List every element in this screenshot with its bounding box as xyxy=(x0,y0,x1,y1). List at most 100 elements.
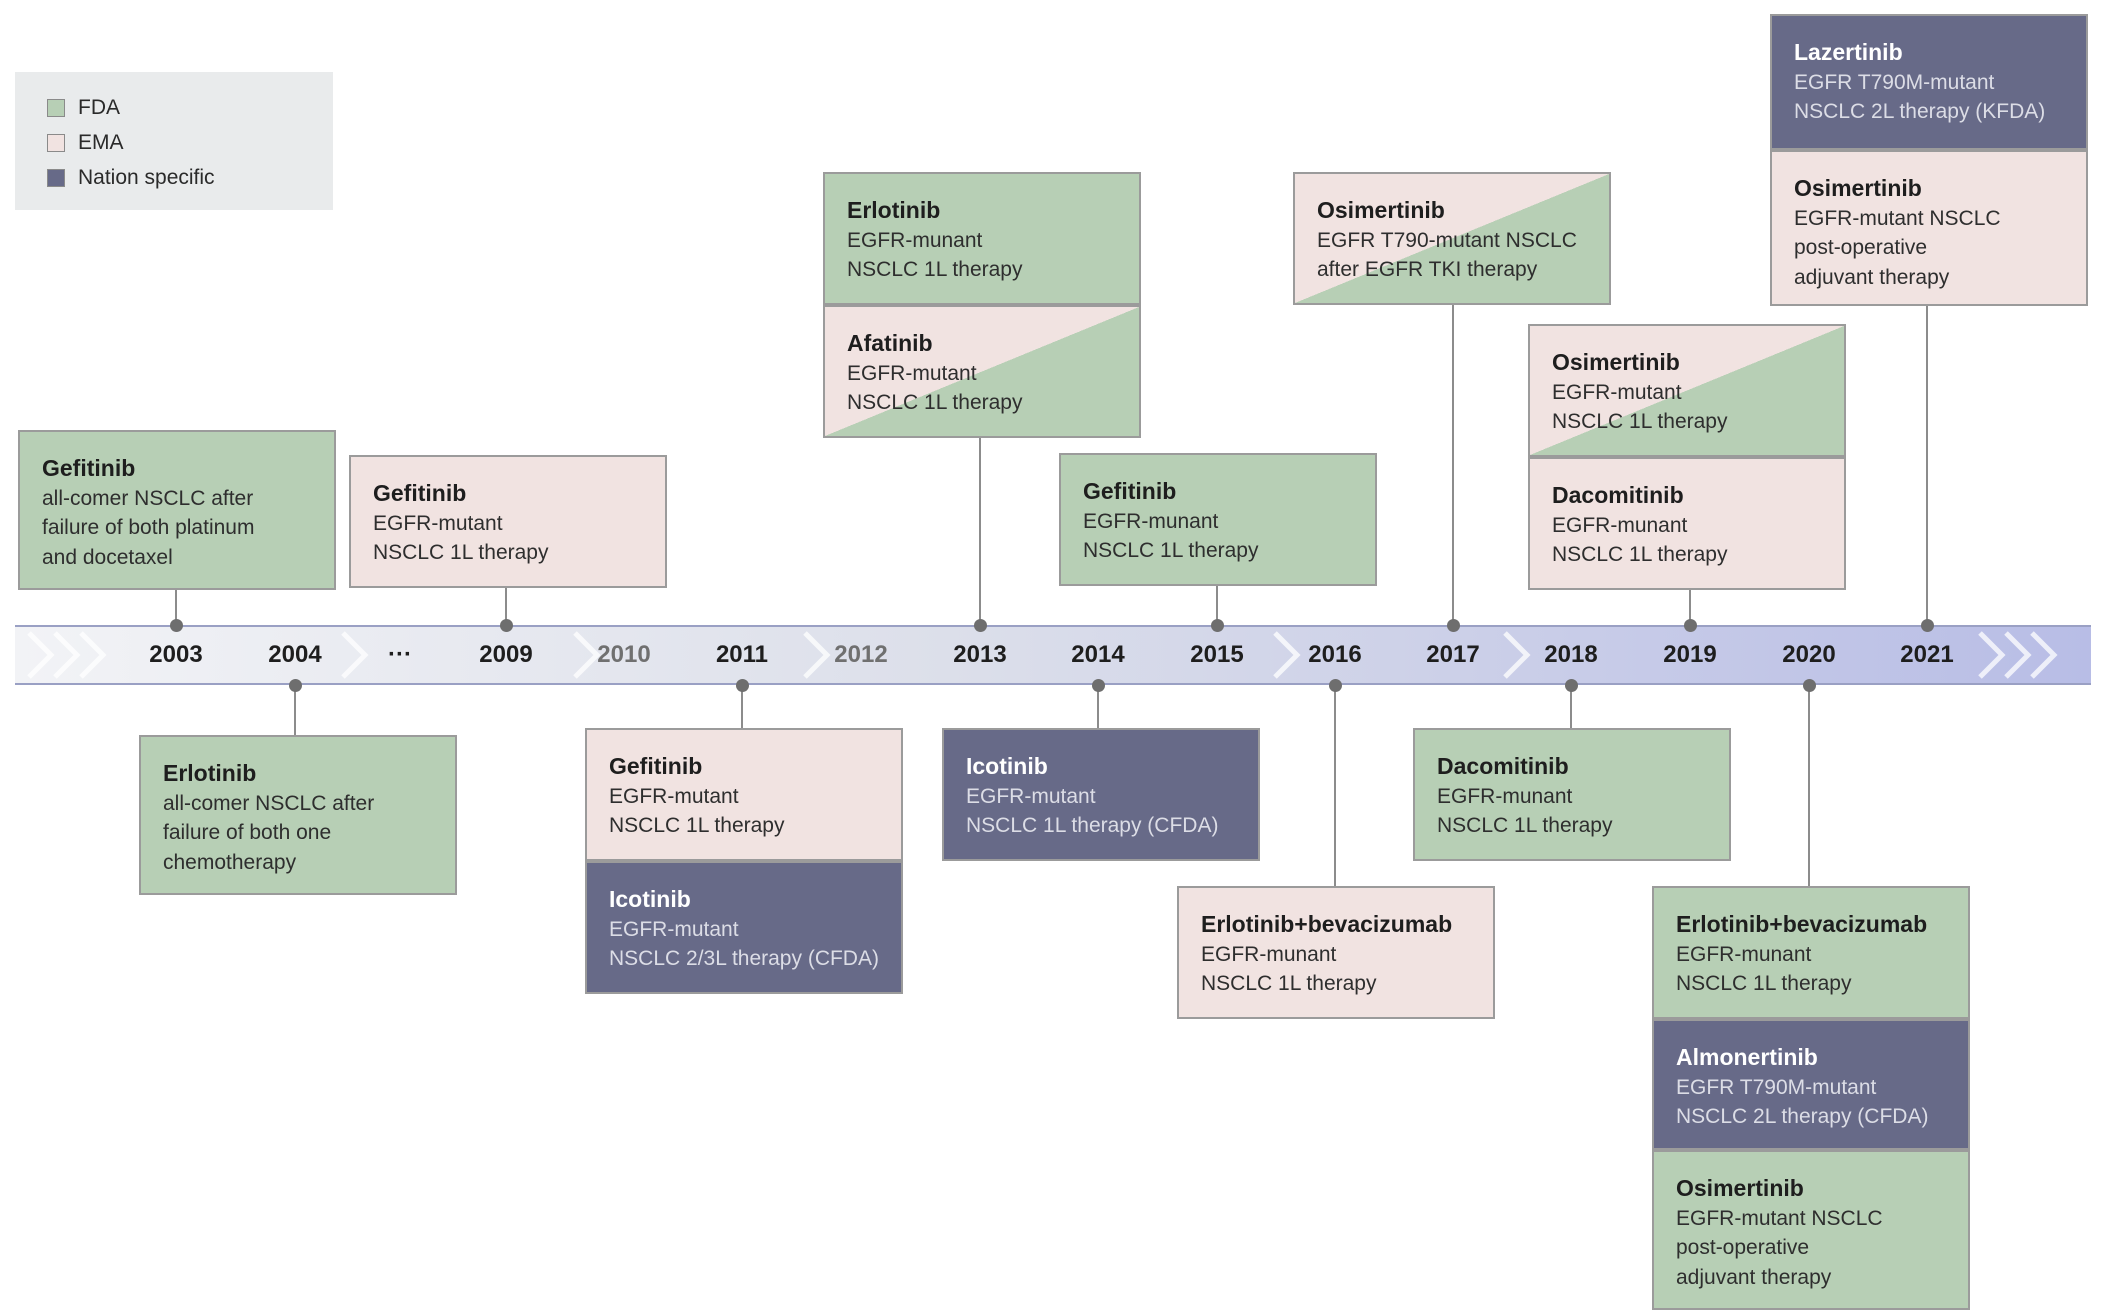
indication-text: NSCLC 1L therapy xyxy=(373,541,549,564)
indication-text: NSCLC 1L therapy xyxy=(1437,814,1613,837)
indication-text: NSCLC 1L therapy xyxy=(1083,539,1259,562)
year-label-2011: 2011 xyxy=(715,641,769,668)
legend-label: EMA xyxy=(78,130,124,154)
year-label-2015: 2015 xyxy=(1190,641,1244,668)
indication-text: EGFR-munant xyxy=(1552,513,1688,537)
connector-line-2013-above xyxy=(979,438,981,625)
connector-dot-2017-above xyxy=(1447,619,1460,632)
year-label-2021: 2021 xyxy=(1900,641,1954,668)
timeline-chevrons xyxy=(27,631,2058,679)
connector-dot-2015-above xyxy=(1211,619,1224,632)
year-label-2004: 2004 xyxy=(268,641,322,668)
year-label-2018: 2018 xyxy=(1544,641,1598,668)
chevron-right-3 xyxy=(2030,631,2058,679)
indication-text: NSCLC 1L therapy xyxy=(847,258,1023,281)
chevron-right-1 xyxy=(1978,631,2006,679)
indication-text: all-comer NSCLC after xyxy=(42,486,254,510)
connector-line-2017-above xyxy=(1452,305,1454,625)
indication-text: and docetaxel xyxy=(42,545,173,569)
indication-text: failure of both one xyxy=(163,821,332,844)
connector-line-2019-above xyxy=(1689,590,1691,625)
connector-dot-2003-above xyxy=(170,619,183,632)
drug-name: Icotinib xyxy=(609,886,691,912)
drug-name: Osimertinib xyxy=(1676,1175,1804,1201)
drug-name: Gefitinib xyxy=(1083,478,1177,504)
indication-text: NSCLC 1L therapy xyxy=(1201,972,1377,995)
drug-name: Lazertinib xyxy=(1794,39,1903,65)
year-label-2014: 2014 xyxy=(1071,641,1125,668)
indication-text: post-operative xyxy=(1794,236,1928,259)
drug-name: Osimertinib xyxy=(1794,175,1922,201)
chevron-right-2 xyxy=(2004,631,2032,679)
timeline-band xyxy=(15,625,2091,685)
chevron-2018 xyxy=(1503,631,1531,679)
legend-swatch xyxy=(47,133,65,152)
chevron-left-2 xyxy=(53,631,81,679)
indication-text: adjuvant therapy xyxy=(1794,265,1950,289)
connector-line-2009-above xyxy=(505,588,507,625)
legend-item-nation-specific: Nation specific xyxy=(47,160,333,195)
indication-text: adjuvant therapy xyxy=(1676,1265,1832,1289)
connector-dot-2016-below xyxy=(1329,679,1342,692)
year-label-2020: 2020 xyxy=(1782,641,1836,668)
indication-text: EGFR-mutant xyxy=(847,361,977,385)
chevron-2012 xyxy=(803,631,831,679)
connector-dot-2019-above xyxy=(1684,619,1697,632)
drug-name: Dacomitinib xyxy=(1437,753,1569,779)
indication-text: NSCLC 1L therapy xyxy=(1676,972,1852,995)
indication-text: NSCLC 1L therapy xyxy=(1552,410,1728,433)
connector-line-2004-below xyxy=(294,685,296,735)
connector-dot-2009-above xyxy=(500,619,513,632)
year-label-2009: 2009 xyxy=(479,641,533,668)
indication-text: NSCLC 2L therapy (KFDA) xyxy=(1794,100,2046,123)
drug-name: Almonertinib xyxy=(1676,1044,1818,1070)
connector-line-2014-below xyxy=(1097,685,1099,728)
indication-text: NSCLC 1L therapy (CFDA) xyxy=(966,814,1219,837)
connector-line-2016-below xyxy=(1334,685,1336,886)
drug-name: Icotinib xyxy=(966,753,1048,779)
legend-label: Nation specific xyxy=(78,165,215,189)
legend-label: FDA xyxy=(78,95,120,119)
year-label-2019: 2019 xyxy=(1663,641,1717,668)
indication-text: after EGFR TKI therapy xyxy=(1317,258,1538,281)
year-label-2012: 2012 xyxy=(834,641,888,668)
indication-text: EGFR T790M-mutant xyxy=(1794,70,1995,94)
indication-text: EGFR-munant xyxy=(1201,942,1337,966)
year-label-2013: 2013 xyxy=(953,641,1007,668)
approval-box-gefitinib-2003: Gefitinib all-comer NSCLC after failure of… xyxy=(18,430,336,590)
connector-line-2021-above xyxy=(1926,306,1928,625)
indication-text: EGFR-munant xyxy=(1676,942,1812,966)
drug-name: Gefitinib xyxy=(42,455,136,481)
chevron-left-1 xyxy=(27,631,55,679)
indication-text: EGFR-mutant xyxy=(966,784,1096,808)
indication-text: NSCLC 1L therapy xyxy=(609,814,785,837)
drug-name: Erlotinib xyxy=(163,760,257,786)
drug-name: Erlotinib+bevacizumab xyxy=(1201,911,1453,937)
connector-dot-2021-above xyxy=(1921,619,1934,632)
indication-text: failure of both platinum xyxy=(42,516,255,539)
connector-dot-2020-below xyxy=(1803,679,1816,692)
indication-text: EGFR-munant xyxy=(1437,784,1573,808)
connector-dot-2013-above xyxy=(974,619,987,632)
indication-text: EGFR T790-mutant NSCLC xyxy=(1317,228,1577,252)
indication-text: all-comer NSCLC after xyxy=(163,791,375,815)
drug-name: Gefitinib xyxy=(373,480,467,506)
indication-text: NSCLC 1L therapy xyxy=(1552,543,1728,566)
connector-dot-2011-below xyxy=(736,679,749,692)
chevron-left-3 xyxy=(79,631,107,679)
chevron-2004 xyxy=(341,631,369,679)
connector-line-2020-below xyxy=(1808,685,1810,886)
indication-text: NSCLC 2/3L therapy (CFDA) xyxy=(609,947,879,970)
